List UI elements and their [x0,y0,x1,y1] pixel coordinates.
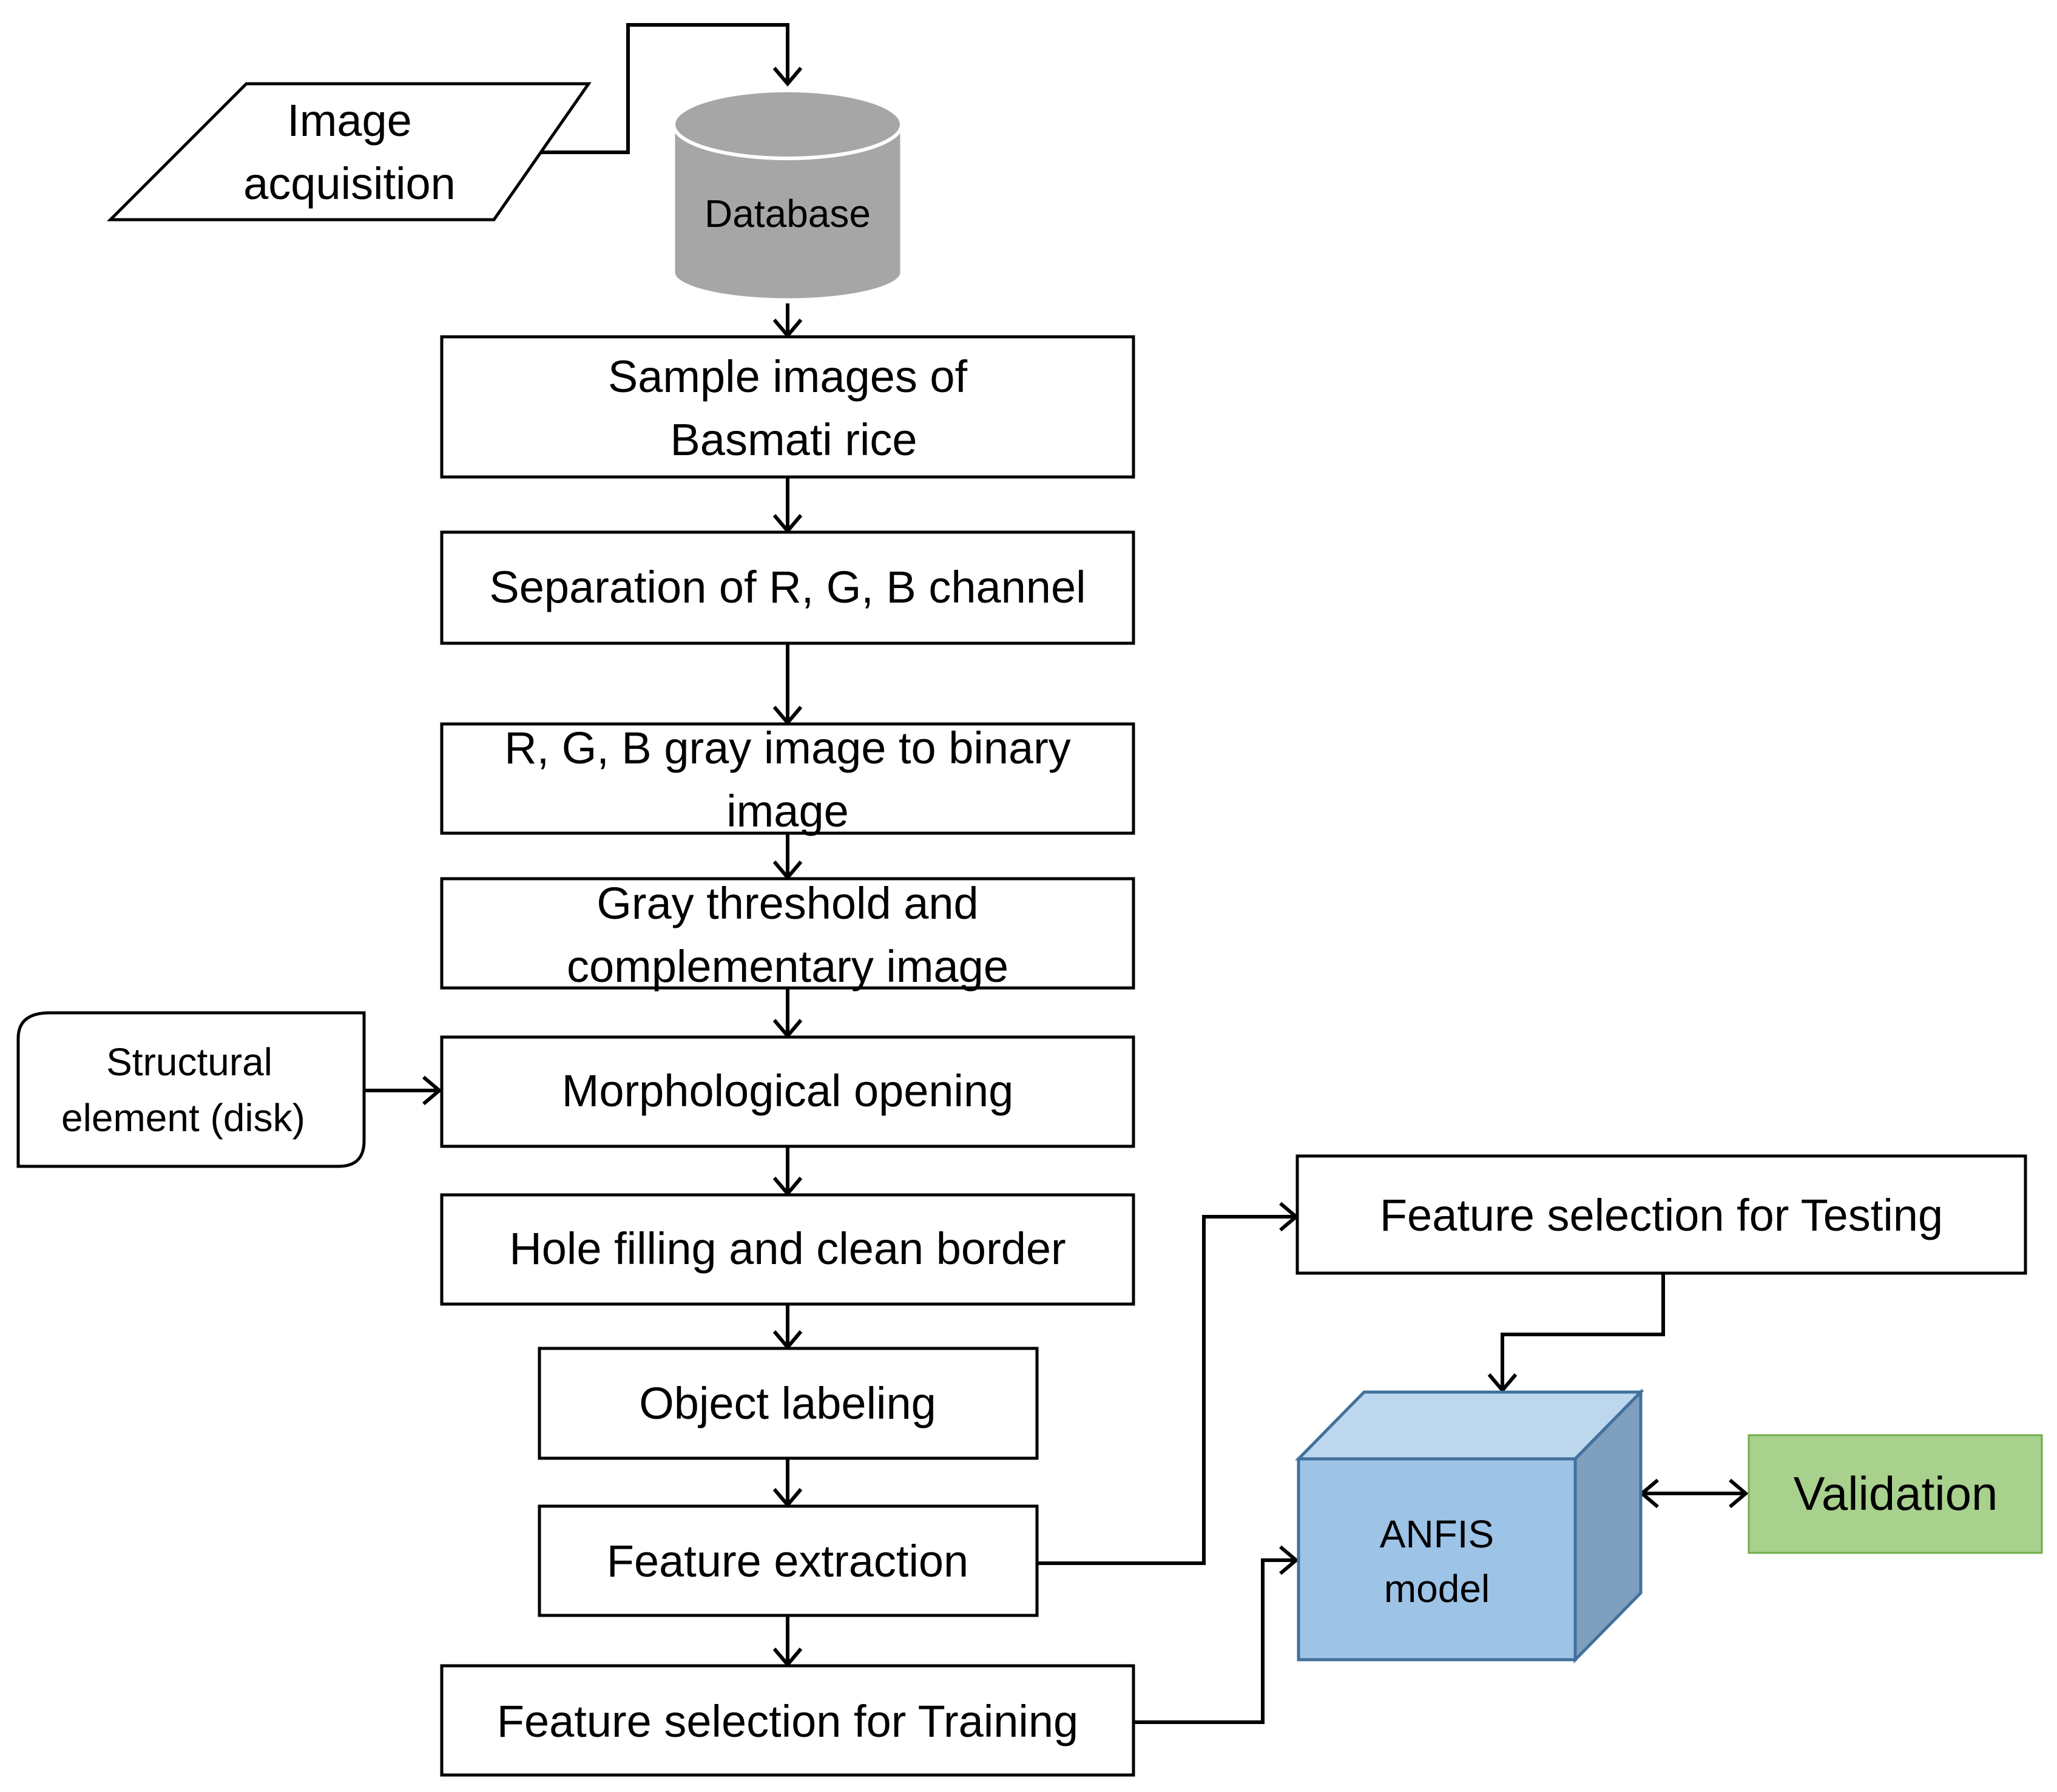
feature-extraction-label: Feature extraction [607,1536,968,1586]
arrow-extraction-to-testing [1038,1215,1296,1565]
node-structural-element: Structural element (disk) [16,1011,366,1168]
validation-label: Validation [1794,1467,1998,1520]
anfis-cube-front [1297,1457,1577,1662]
gray-threshold-line-2: complementary image [567,941,1008,992]
gray-threshold-line-1: Gray threshold and [596,878,978,928]
node-image-acquisition: Image acquisition [106,82,592,221]
sample-images-line-2: Basmati rice [670,414,917,465]
node-separation: Separation of R, G, B channel [440,530,1135,645]
gray-to-binary-line-2: image [726,786,849,836]
node-gray-to-binary: R, G, B gray image to binary image [440,722,1135,836]
database-body [672,123,904,302]
arrow-training-to-anfis [1133,1558,1296,1724]
anfis-line-1: ANFIS [1380,1512,1494,1556]
object-labeling-label: Object labeling [639,1378,936,1429]
hole-filling-label: Hole filling and clean border [509,1223,1066,1274]
node-validation: Validation [1748,1434,2043,1554]
node-database: Database [672,89,904,302]
structural-element-line-2: element (disk) [61,1096,305,1140]
feature-selection-training-label: Feature selection for Training [497,1696,1078,1746]
database-top [672,89,904,160]
database-label: Database [704,192,871,235]
separation-label: Separation of R, G, B channel [489,562,1086,612]
structural-element-line-1: Structural [106,1040,272,1084]
anfis-line-2: model [1384,1567,1490,1611]
node-feature-extraction: Feature extraction [538,1504,1039,1617]
node-feature-selection-testing: Feature selection for Testing [1295,1154,2027,1275]
node-hole-filling: Hole filling and clean border [440,1193,1135,1306]
image-acquisition-line-2: acquisition [243,158,456,209]
morphological-opening-label: Morphological opening [562,1066,1014,1116]
node-feature-selection-training: Feature selection for Training [440,1664,1135,1777]
image-acquisition-line-1: Image [287,95,412,146]
node-sample-images: Sample images of Basmati rice [440,335,1135,479]
node-morphological-opening: Morphological opening [440,1035,1135,1148]
sample-images-line-1: Sample images of [608,351,968,402]
node-gray-threshold: Gray threshold and complementary image [440,877,1135,992]
node-object-labeling: Object labeling [538,1347,1039,1460]
connectors [364,23,1746,1724]
node-anfis-model: ANFIS model [1295,1388,1644,1664]
arrow-testing-to-anfis [1501,1273,1665,1390]
feature-selection-testing-label: Feature selection for Testing [1380,1190,1943,1240]
arrow-acquisition-to-database [540,23,788,154]
gray-to-binary-line-1: R, G, B gray image to binary [504,723,1071,773]
